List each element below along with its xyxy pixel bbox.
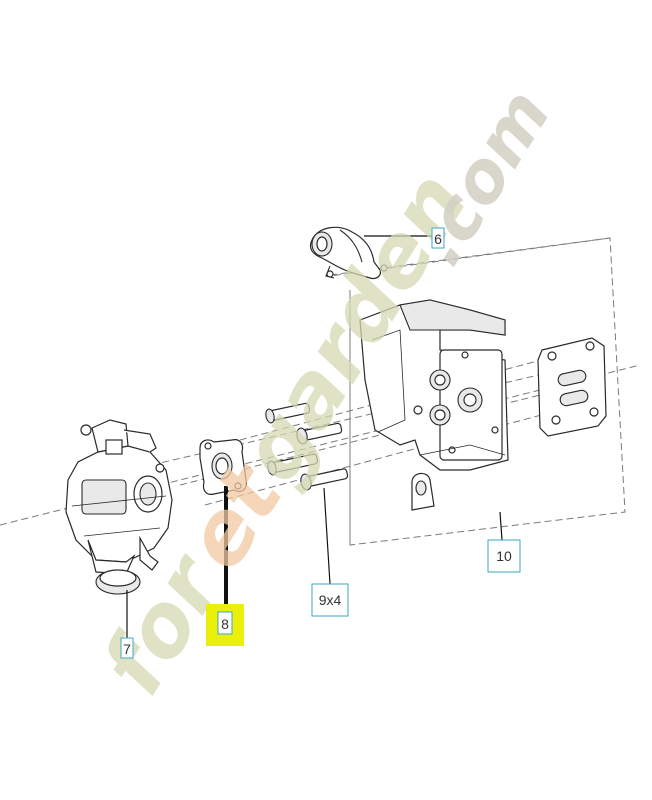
callout-9x4-label: 9x4 [319,592,342,608]
callout-6[interactable]: 6 [431,227,445,249]
callout-8[interactable]: 8 [206,604,244,646]
carburetor-icon [65,419,173,595]
callout-6-label: 6 [434,231,442,247]
manifold-assembly-frame [329,237,626,546]
callout-8-label: 8 [221,616,229,632]
clip-icon [411,472,435,511]
manifold-icon [359,299,509,471]
callout-7[interactable]: 7 [120,637,134,659]
bolt-icon [265,402,349,491]
gasket-icon [199,439,247,495]
intake-elbow-icon [309,226,388,280]
callout-10[interactable]: 10 [487,539,521,573]
callout-7-label: 7 [123,641,131,657]
insulator-plate-icon [537,337,607,437]
callout-10-label: 10 [496,548,512,564]
callout-9x4[interactable]: 9x4 [311,583,349,617]
leader-lines [126,235,503,638]
